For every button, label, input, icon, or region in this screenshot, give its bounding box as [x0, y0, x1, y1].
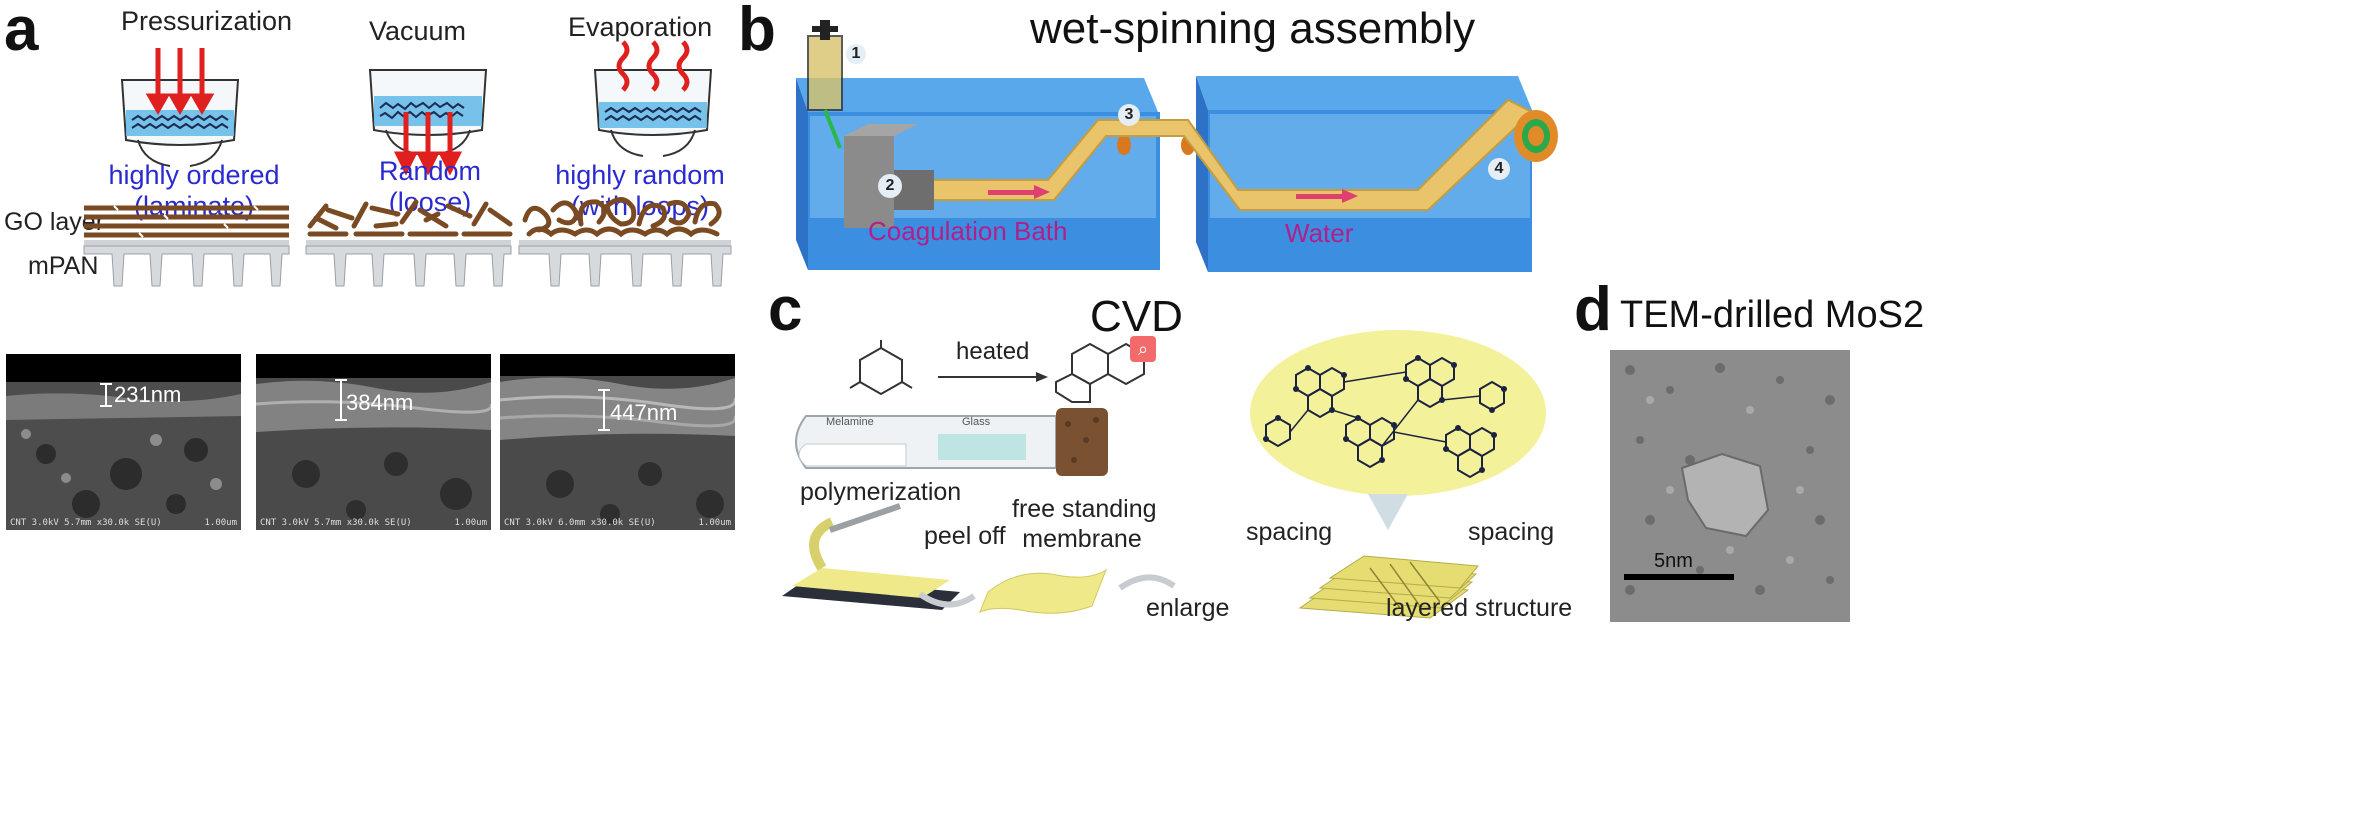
curve-arrow-2 — [1118, 574, 1176, 591]
tem-image: 5nm — [1610, 350, 1850, 622]
sem-image-1: 231nm CNT 3.0kV 5.7mm x30.0k SE(U) 1.00u… — [6, 354, 241, 530]
panel-d-title: TEM-drilled MoS2 — [1620, 294, 1925, 336]
step-marker-3: 3 — [1118, 104, 1140, 126]
water-bath-label: Water — [1285, 218, 1354, 248]
structure-label-line1: Random — [378, 156, 482, 186]
mpan-label: mPAN — [28, 252, 99, 280]
go-layer-label: GO layer — [4, 208, 105, 236]
panel-c-title: CVD — [1090, 292, 1183, 341]
funnel-pressurization-diagram — [120, 48, 240, 167]
go-layer-loops-schematic — [518, 197, 732, 287]
free-standing-membrane — [979, 568, 1108, 614]
free-standing-label: free standing membrane — [1012, 494, 1157, 554]
structure-label-line1: highly ordered — [108, 160, 280, 190]
layered-structure-label: layered structure — [1386, 594, 1573, 622]
sem-texture — [256, 354, 491, 530]
spacing-label-right: spacing — [1468, 518, 1555, 546]
sem-scale-text: 1.00um — [698, 518, 731, 528]
sem-texture — [500, 354, 735, 530]
sem-thickness-label: 447nm — [610, 400, 678, 425]
polymerization-label: polymerization — [800, 478, 962, 506]
melamine-molecule — [849, 340, 913, 396]
panel-b-title: wet-spinning assembly — [1030, 4, 1476, 53]
sem-footer-text: CNT 3.0kV 5.7mm x30.0k SE(U) — [10, 518, 162, 528]
sem-texture — [6, 354, 241, 530]
coagulation-bath-label: Coagulation Bath — [868, 216, 1068, 246]
funnel-vacuum-diagram — [368, 69, 488, 176]
structure-label-loose: Random (loose) — [355, 156, 505, 218]
structure-label-line1: highly random — [555, 160, 725, 190]
carbon-nitride-lattice — [1250, 330, 1546, 496]
sem-thickness-label: 384nm — [346, 390, 414, 415]
magnifier-icon: ⌕ — [1130, 336, 1156, 362]
go-layer-random-schematic — [305, 199, 513, 287]
enlarge-cone — [1368, 494, 1408, 530]
go-layer-laminate-schematic — [83, 205, 290, 287]
step-marker-1: 1 — [846, 44, 866, 64]
sem-image-3: 447nm CNT 3.0kV 6.0mm x30.0k SE(U) 1.00u… — [500, 354, 735, 530]
test-tube — [795, 408, 1108, 476]
panel-c-letter: c — [768, 275, 803, 344]
free-standing-line1: free standing — [1012, 495, 1157, 523]
peel-off-illustration — [782, 503, 960, 610]
panel-b-letter: b — [738, 0, 776, 64]
tem-texture — [1610, 350, 1850, 622]
enlarge-label: enlarge — [1146, 594, 1230, 622]
funnel-evaporation-diagram — [593, 40, 713, 157]
step-marker-4: 4 — [1488, 158, 1510, 180]
melamine-label: Melamine — [826, 416, 874, 428]
panel-d-letter: d — [1574, 275, 1612, 344]
free-standing-line2: membrane — [1022, 525, 1142, 553]
peel-off-label: peel off — [924, 522, 1006, 550]
step-marker-2: 2 — [878, 174, 902, 198]
wet-spinning-diagram — [796, 20, 1558, 272]
layered-structure — [1298, 555, 1479, 619]
scale-bar-label: 5nm — [1654, 550, 1693, 572]
heated-label: heated — [956, 338, 1030, 365]
method-title-pressurization: Pressurization — [121, 6, 293, 36]
method-title-evaporation: Evaporation — [568, 12, 713, 42]
sem-scale-text: 1.00um — [204, 518, 237, 528]
curve-arrow-1 — [918, 591, 976, 608]
panel-a-letter: a — [4, 0, 39, 64]
sem-footer-text: CNT 3.0kV 5.7mm x30.0k SE(U) — [260, 518, 412, 528]
melem-molecule — [1055, 342, 1145, 403]
heated-arrow — [938, 372, 1048, 382]
spacing-label-left: spacing — [1246, 518, 1333, 546]
glass-label: Glass — [962, 416, 991, 428]
sem-thickness-label: 231nm — [114, 382, 182, 407]
sem-image-2: 384nm CNT 3.0kV 5.7mm x30.0k SE(U) 1.00u… — [256, 354, 491, 530]
sem-scale-text: 1.00um — [454, 518, 487, 528]
sem-footer-text: CNT 3.0kV 6.0mm x30.0k SE(U) — [504, 518, 656, 528]
method-title-vacuum: Vacuum — [369, 16, 467, 46]
